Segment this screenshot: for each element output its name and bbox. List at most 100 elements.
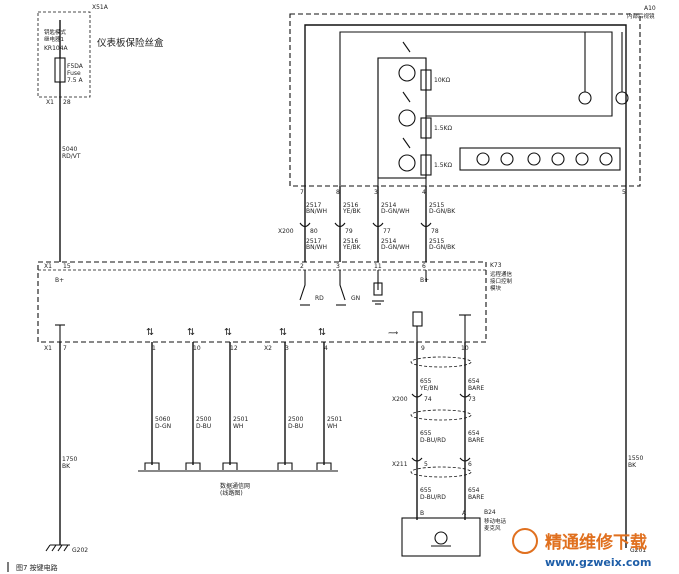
supply-wire-color: RD/VT bbox=[62, 153, 81, 160]
ground-icon bbox=[45, 544, 70, 552]
fuse-box: X51A 仪表板保险丝盒 钥匙模式 继电器1 KR104A F5DA Fuse … bbox=[37, 4, 164, 106]
a10-pin: 5 bbox=[622, 189, 626, 196]
lower-wire-circuit: 2516 bbox=[343, 238, 358, 245]
resistor-value: 1.5KΩ bbox=[434, 162, 452, 169]
mic-wire-color: BARE bbox=[468, 437, 484, 444]
resistor-symbol bbox=[373, 282, 383, 296]
data-arrow-icon: ⇅ bbox=[187, 327, 195, 338]
lamp-icon bbox=[551, 152, 565, 166]
k73-id: K73 bbox=[490, 262, 502, 269]
data-arrow-icon: ⇅ bbox=[318, 327, 326, 338]
fuse-relay: KR104A bbox=[44, 45, 69, 52]
mic-wire-circuit: 655 bbox=[420, 487, 432, 494]
mirror-module: A10 内部后视镜 10KΩ 1.5KΩ 1.5KΩ bbox=[289, 5, 656, 196]
ground-left-circuit: 1750 bbox=[62, 456, 77, 463]
upper-wire-color: BN/WH bbox=[306, 208, 327, 215]
fuse-rating: 7.5 A bbox=[67, 77, 83, 84]
watermark-cn: 精通维修下载 bbox=[545, 532, 647, 553]
k73-pin7: 7 bbox=[63, 345, 67, 352]
lamp-icon bbox=[578, 91, 592, 105]
lower-wire-color: YE/BK bbox=[342, 244, 362, 251]
ground-right-circuit: 1550 bbox=[628, 455, 643, 462]
watermark-url: www.gzweix.com bbox=[545, 556, 651, 569]
upper-wire-color: D-GN/WH bbox=[381, 208, 410, 215]
k73-bplus: B+ bbox=[55, 277, 64, 284]
x200-top-pin: 79 bbox=[345, 228, 353, 235]
mic-pin-b: B bbox=[420, 510, 424, 517]
mic-wire-circuit: 654 bbox=[468, 430, 480, 437]
resistor-value: 10KΩ bbox=[434, 77, 451, 84]
a10-pin: 4 bbox=[422, 189, 426, 196]
mic-wire-color: D-BU/RD bbox=[420, 494, 446, 501]
k73-name1: 远程通信 bbox=[490, 270, 513, 278]
data-wire-circuit: 2501 bbox=[327, 416, 342, 423]
lamp-icon bbox=[575, 152, 589, 166]
mic-label2: 麦克风 bbox=[484, 524, 501, 532]
a10-id: A10 bbox=[644, 5, 656, 12]
data-wire-circuit: 5060 bbox=[155, 416, 170, 423]
resistor-symbol bbox=[412, 311, 423, 327]
mic-b24: B24 bbox=[484, 509, 496, 516]
upper-wire-circuit: 2514 bbox=[381, 202, 396, 209]
k73-x2: X2 bbox=[264, 345, 272, 352]
microphone-box bbox=[401, 517, 481, 557]
lower-wire-circuit: 2515 bbox=[429, 238, 444, 245]
ground-left-id: G202 bbox=[72, 547, 88, 554]
lamp-icon bbox=[599, 152, 613, 166]
upper-wire-circuit: 2515 bbox=[429, 202, 444, 209]
data-wire-color: D-BU bbox=[288, 423, 303, 430]
k73-mic-pin: 9 bbox=[421, 345, 425, 352]
a10-pin: 3 bbox=[374, 189, 378, 196]
mic-x211-pin: 5 bbox=[424, 461, 428, 468]
mic-x200: X200 bbox=[392, 396, 408, 403]
a10-pin: 7 bbox=[300, 189, 304, 196]
x200-top-pin: 77 bbox=[383, 228, 391, 235]
fuse-name: F5DA bbox=[67, 63, 84, 70]
mic-wire-color: D-BU/RD bbox=[420, 437, 446, 444]
button-icon-voice bbox=[398, 109, 416, 127]
mic-wire-circuit: 655 bbox=[420, 378, 432, 385]
upper-wire-color: YE/BK bbox=[342, 208, 362, 215]
k73-x1: X1 bbox=[44, 263, 52, 270]
mic-wire-circuit: 654 bbox=[468, 487, 480, 494]
mic-signal-icon: ⟿ bbox=[388, 329, 398, 337]
resistor-symbol bbox=[420, 69, 432, 91]
x200-top-pin: 80 bbox=[310, 228, 318, 235]
ground-left-color: BK bbox=[62, 463, 71, 470]
gear-icon bbox=[512, 528, 538, 554]
lower-wire-color: D-GN/WH bbox=[381, 244, 410, 251]
button-icon-onstar bbox=[398, 64, 416, 82]
lower-wire-circuit: 2514 bbox=[381, 238, 396, 245]
x200-top-conn: X200 bbox=[278, 228, 294, 235]
fuse-mode-line2: 继电器1 bbox=[44, 35, 64, 43]
ground-right-id: G201 bbox=[630, 547, 646, 554]
mic-label1: 移动电话 bbox=[484, 517, 507, 525]
button-icon-emergency bbox=[398, 154, 416, 172]
data-arrow-icon: ⇅ bbox=[146, 327, 154, 338]
mic-x200-pin: 74 bbox=[424, 396, 432, 403]
lamp-icon bbox=[527, 152, 541, 166]
fuse-box-connector: X51A bbox=[92, 4, 109, 11]
lower-wire-circuit: 2517 bbox=[306, 238, 321, 245]
fuse-word: Fuse bbox=[67, 70, 81, 77]
fuse-pin-num: 28 bbox=[63, 99, 71, 106]
data-wire-color: D-BU bbox=[196, 423, 211, 430]
k73-pin15: 15 bbox=[63, 263, 71, 270]
data-bus-terminals bbox=[138, 462, 338, 472]
fuse-box-title: 仪表板保险丝盒 bbox=[97, 37, 164, 49]
mic-x211-pin: 6 bbox=[468, 461, 472, 468]
data-wire-circuit: 2500 bbox=[196, 416, 211, 423]
k73-module: K73 远程通信 接口控制 模块 X1 15 B+ 2 3 11 6 B+ RD… bbox=[37, 261, 513, 352]
k73-name2: 接口控制 bbox=[490, 277, 513, 285]
resistor-symbol bbox=[420, 117, 432, 139]
k73-gn: GN bbox=[351, 295, 360, 302]
upper-wire-color: D-GN/BK bbox=[429, 208, 456, 215]
upper-wire-circuit: 2516 bbox=[343, 202, 358, 209]
k73-rd: RD bbox=[315, 295, 324, 302]
mic-x211: X211 bbox=[392, 461, 408, 468]
k73-name3: 模块 bbox=[490, 284, 502, 292]
fuse-mode-line1: 钥匙模式 bbox=[44, 28, 67, 36]
x200-top-pin: 78 bbox=[431, 228, 439, 235]
